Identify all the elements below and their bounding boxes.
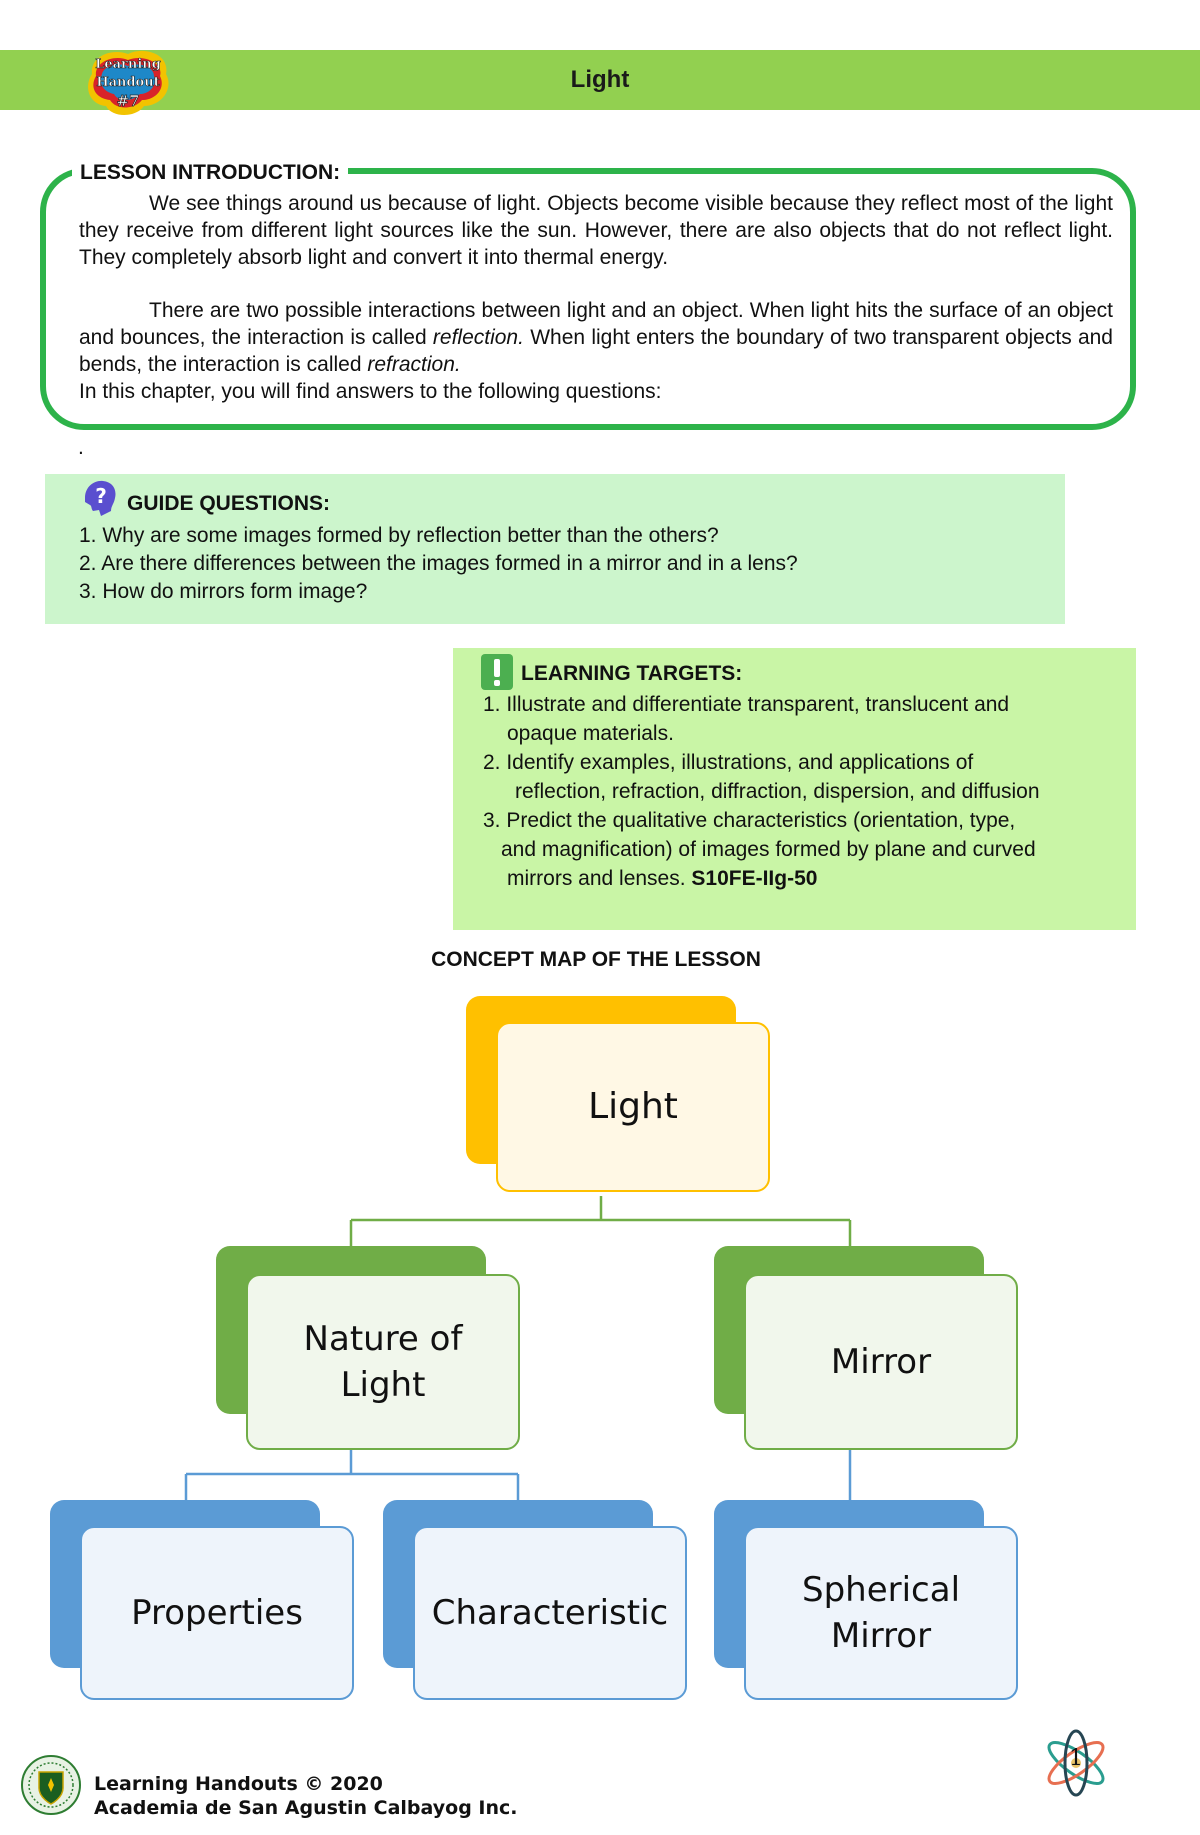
node-label: Light xyxy=(496,1022,770,1192)
concept-map-title: CONCEPT MAP OF THE LESSON xyxy=(431,948,761,971)
target-1-line-1: 1. Illustrate and differentiate transpar… xyxy=(483,693,1010,716)
footer-copyright: Learning Handouts © 2020 Academia de San… xyxy=(94,1772,518,1820)
learning-handout-badge: Learning Handout #7 xyxy=(82,44,174,122)
guide-question-item: 2. Are there differences between the ima… xyxy=(79,552,798,575)
lesson-introduction-box xyxy=(40,168,1136,430)
guide-questions-heading: GUIDE QUESTIONS: xyxy=(127,492,331,515)
target-3-line-2: and magnification) of images formed by p… xyxy=(501,838,1036,861)
node-label: Nature of Light xyxy=(246,1274,520,1450)
intro-paragraph-1: We see things around us because of light… xyxy=(79,190,1113,271)
learning-targets-list: 1. Illustrate and differentiate transpar… xyxy=(483,690,1123,893)
node-label-line-1: Nature of xyxy=(303,1319,463,1359)
school-seal-icon xyxy=(21,1755,81,1815)
node-label: Characteristic xyxy=(413,1526,687,1700)
reflection-term: reflection. xyxy=(432,326,524,349)
learning-targets-box: LEARNING TARGETS: 1. Illustrate and diff… xyxy=(453,648,1136,930)
badge-text-learning: Learning xyxy=(95,57,161,72)
refraction-term: refraction. xyxy=(367,353,461,376)
footer-line-2: Academia de San Agustin Calbayog Inc. xyxy=(94,1797,518,1819)
target-2-line-1: 2. Identify examples, illustrations, and… xyxy=(483,751,974,774)
header-bar: Light xyxy=(0,50,1200,110)
node-label: Spherical Mirror xyxy=(744,1526,1018,1700)
node-label: Mirror xyxy=(744,1274,1018,1450)
target-3-line-3-text: mirrors and lenses. xyxy=(507,867,692,890)
atom-icon xyxy=(1047,1729,1105,1797)
connector-root-children xyxy=(349,1196,852,1246)
lesson-introduction-text: We see things around us because of light… xyxy=(79,190,1113,405)
lesson-introduction-heading: LESSON INTRODUCTION: xyxy=(72,160,349,186)
stray-dot: . xyxy=(78,436,84,459)
node-label-line-1: Spherical xyxy=(801,1570,961,1610)
guide-questions-list: 1. Why are some images formed by reflect… xyxy=(79,522,798,606)
learning-target-item: 3. Predict the qualitative characteristi… xyxy=(483,806,1123,893)
learning-targets-heading: LEARNING TARGETS: xyxy=(521,662,743,685)
connector-nature-children xyxy=(184,1450,520,1500)
node-label-line-2: Light xyxy=(340,1365,426,1405)
competency-code: S10FE-IIg-50 xyxy=(691,867,818,890)
target-2-line-2: reflection, refraction, diffraction, dis… xyxy=(515,780,1040,803)
intro-paragraph-1-text: We see things around us because of light… xyxy=(79,192,1113,269)
learning-target-item: 1. Illustrate and differentiate transpar… xyxy=(483,690,1123,748)
intro-paragraph-2-part-a: There are two possible interactions betw… xyxy=(79,299,1113,349)
guide-questions-box: ? GUIDE QUESTIONS: 1. Why are some image… xyxy=(45,474,1065,624)
concept-node-spherical-mirror: Spherical Mirror xyxy=(714,1500,1018,1700)
node-label-line-2: Mirror xyxy=(830,1616,932,1656)
intro-paragraph-3: In this chapter, you will find answers t… xyxy=(79,380,662,403)
target-1-line-2: opaque materials. xyxy=(507,722,674,745)
guide-question-item: 3. How do mirrors form image? xyxy=(79,580,368,603)
question-head-icon: ? xyxy=(85,480,116,516)
concept-node-mirror: Mirror xyxy=(714,1246,1018,1450)
exclamation-icon xyxy=(481,654,513,690)
learning-target-item: 2. Identify examples, illustrations, and… xyxy=(483,748,1123,806)
target-3-line-1: 3. Predict the qualitative characteristi… xyxy=(483,809,1016,832)
guide-question-item: 1. Why are some images formed by reflect… xyxy=(79,524,719,547)
concept-node-characteristic: Characteristic xyxy=(383,1500,687,1700)
concept-node-light: Light xyxy=(466,996,770,1196)
intro-paragraph-2: There are two possible interactions betw… xyxy=(79,297,1113,378)
page-number: 1 xyxy=(1069,1746,1083,1771)
svg-text:?: ? xyxy=(95,484,107,508)
badge-text-number: #7 xyxy=(116,92,139,110)
footer-line-1: Learning Handouts © 2020 xyxy=(94,1773,383,1795)
target-3-line-3: mirrors and lenses. S10FE-IIg-50 xyxy=(483,864,1123,893)
badge-text-handout: Handout xyxy=(96,75,159,90)
intro-paragraph-2-part-b: When light enters the boundary of two tr… xyxy=(79,326,1113,376)
concept-node-nature-of-light: Nature of Light xyxy=(216,1246,520,1450)
node-label: Properties xyxy=(80,1526,354,1700)
concept-node-properties: Properties xyxy=(50,1500,354,1700)
badge-logo-icon: Learning Handout #7 xyxy=(88,50,169,115)
page-title: Light xyxy=(570,66,630,93)
